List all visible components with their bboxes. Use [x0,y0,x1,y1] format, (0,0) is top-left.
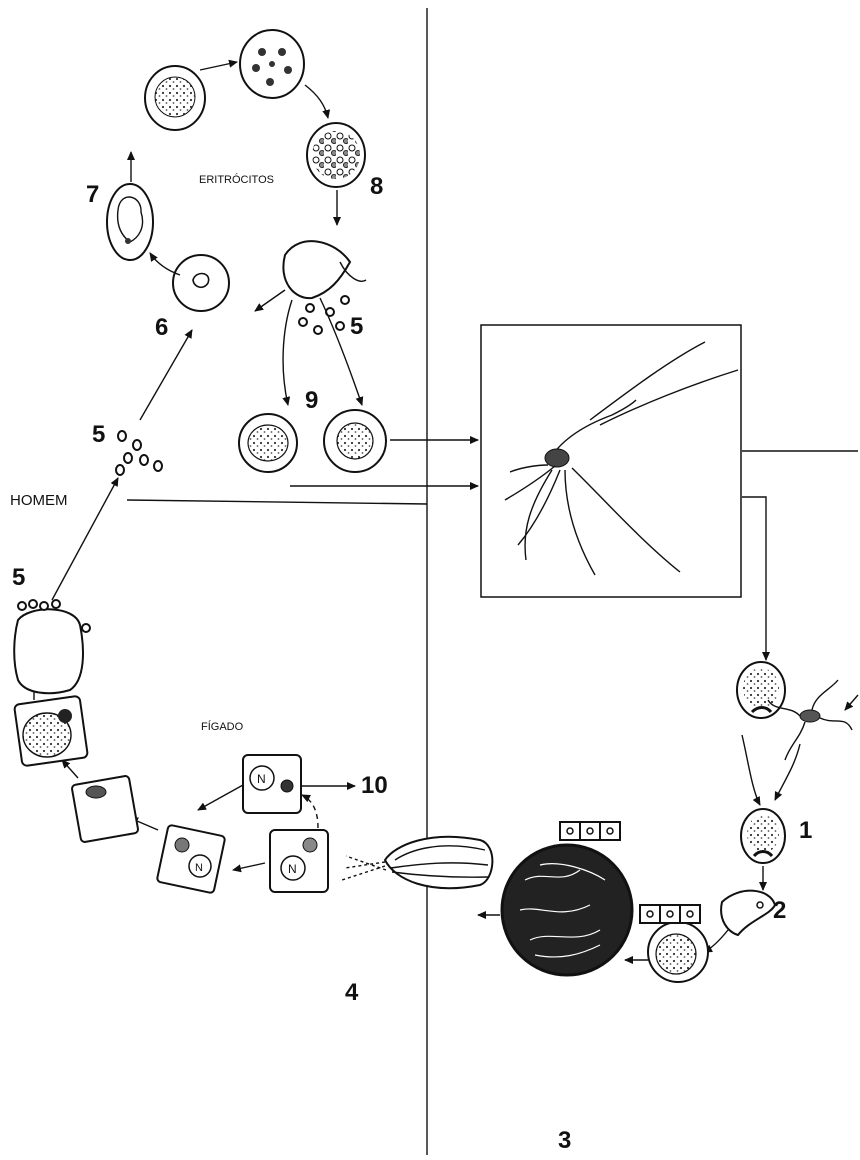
salivary-gland-sporozoites-stage-4 [342,837,492,888]
stage-number-7: 7 [86,181,99,208]
arrow-to-schizont-late [62,760,78,778]
hepatocyte-rupturing-5 [14,600,90,693]
mature-oocyst-stage-3 [502,822,632,975]
stage-number-3: 3 [558,1127,571,1154]
arrow-merozoites-to-6 [140,330,192,420]
gametocyte-male [239,414,297,472]
erythrocyte-schizont-dividing [240,30,304,98]
arrow-dividing-to-mature [305,85,328,118]
hepatocyte-schizont-early [71,775,138,842]
stage-number-5-erythrocytic: 5 [350,313,363,340]
stage-number-10: 10 [361,772,388,799]
erythrocyte-trophozoite [107,184,153,260]
arrow-4-to-hepatocyte-dividing [233,863,265,870]
stage-number-4: 4 [345,979,359,1006]
stage-number-5-liver: 5 [12,564,25,591]
stage-number-9: 9 [305,387,318,414]
svg-text:N: N [288,862,297,876]
arrow-rupture-to-gametocyte-9 [283,300,292,405]
arrow-hypnozoite-to-dividing [198,785,243,810]
arrow-schizont-to-dividing [200,62,237,70]
ookinete-stage-2 [721,891,775,935]
hepatocyte-dividing: N [157,825,226,894]
stage-number-8: 8 [370,173,383,200]
hepatocyte-hypnozoite: N [243,755,301,813]
arrow-microgamete-to-zygote [775,744,800,800]
arrow-rupture-left [255,290,285,311]
arrow-4-to-hypnozoite [302,795,318,828]
label-human: HOMEM [10,492,68,509]
zygote-stage-1 [741,809,785,863]
stage-number-2: 2 [773,897,786,924]
erythrocyte-schizont-early [145,66,205,130]
human-boundary-line [127,500,427,504]
early-oocyst-gut-wall [640,905,708,982]
svg-text:N: N [195,862,203,874]
erythrocyte-mature-schizont [307,123,365,187]
erythrocyte-infected-ring [173,255,229,311]
hepatocyte-infected-4: N [270,830,328,892]
gametocyte-in-mosquito [737,662,785,718]
mosquito-box [481,325,741,597]
gametocyte-female [324,410,386,472]
label-erythrocytes: ERITRÓCITOS [199,173,274,186]
hepatocyte-schizont-late [14,696,88,767]
label-liver: FÍGADO [201,720,244,733]
stage-number-5-merozoites: 5 [92,421,105,448]
stage-number-1: 1 [799,817,812,844]
stage-number-6: 6 [155,314,168,341]
free-merozoites [116,431,162,475]
arrow-gametocyte-to-zygote [742,735,760,805]
svg-text:N: N [257,772,266,786]
arrow-mosquito-to-oocyst [742,497,766,660]
